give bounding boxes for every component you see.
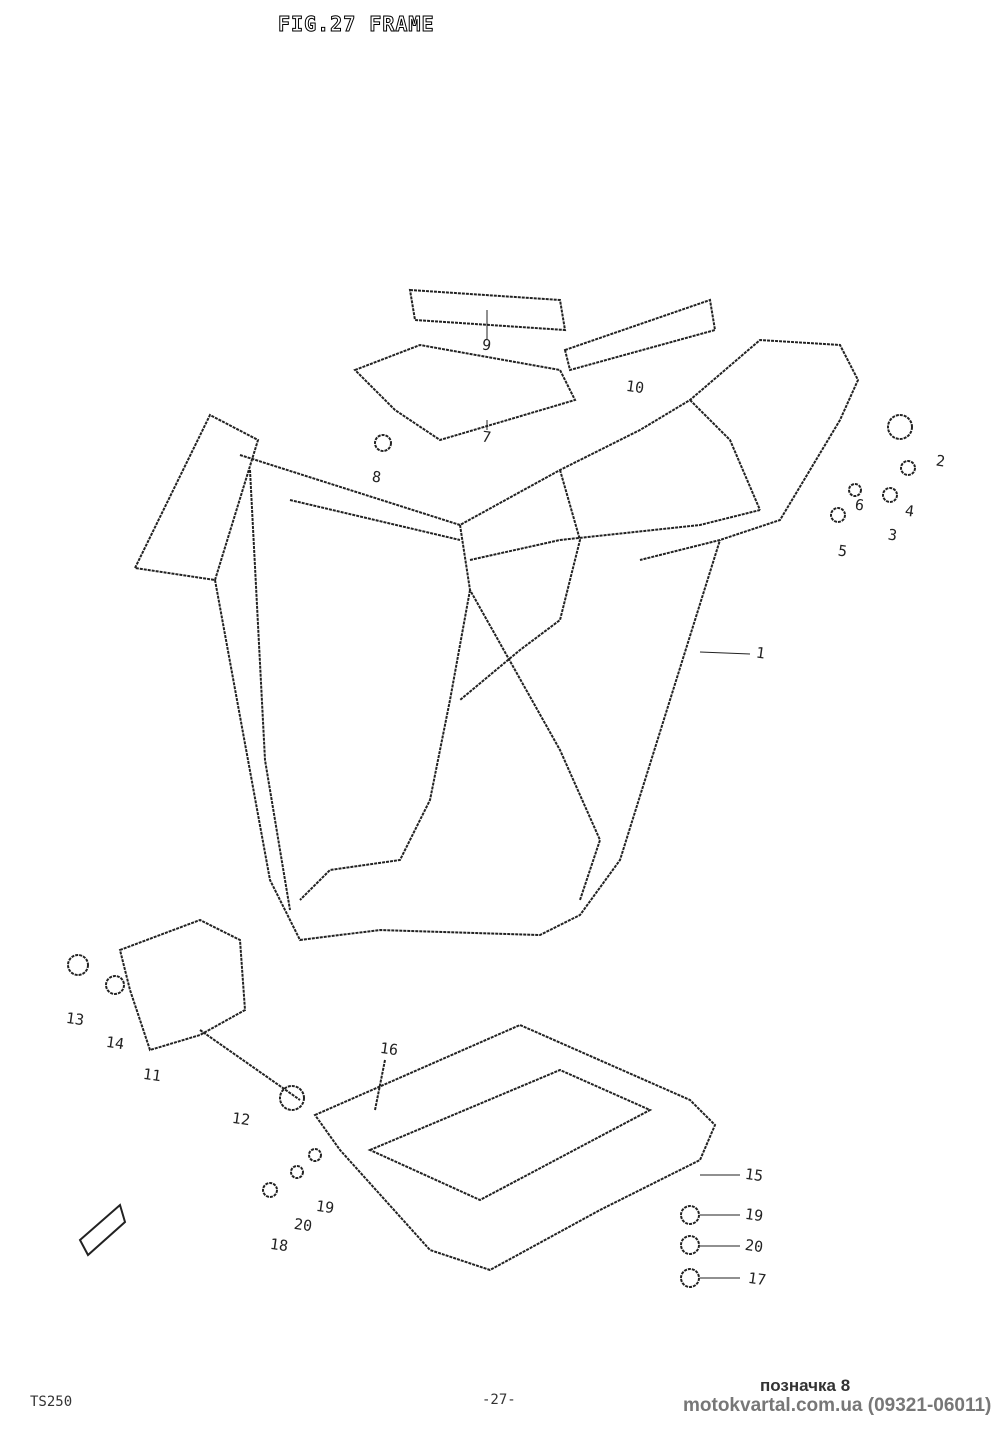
part-label: 10 xyxy=(624,376,646,398)
part-label: 17 xyxy=(746,1268,768,1290)
page-number: -27- xyxy=(482,1392,516,1408)
chain-guide-parts xyxy=(67,918,305,1111)
part-label: 20 xyxy=(743,1235,765,1257)
watermark-note: позначка 8 xyxy=(760,1376,851,1395)
skid-plate xyxy=(313,1023,717,1272)
part-label: 15 xyxy=(743,1164,765,1186)
part-label: 13 xyxy=(64,1008,86,1030)
leader-lines xyxy=(486,310,751,1279)
part-label: 19 xyxy=(743,1204,765,1226)
part-label: 20 xyxy=(292,1214,314,1236)
part-label: 12 xyxy=(230,1108,252,1130)
part-label: 14 xyxy=(104,1032,126,1054)
front-arrow-icon xyxy=(78,1203,127,1257)
seat-brackets xyxy=(353,288,717,442)
part-label: 19 xyxy=(314,1196,336,1218)
figure-title: FIG.27 FRAME xyxy=(278,12,435,37)
model-code: TS250 xyxy=(30,1394,73,1410)
part-label: 18 xyxy=(268,1234,290,1256)
watermark-site: motokvartal.com.ua (09321-06011) xyxy=(683,1395,992,1416)
frame-main xyxy=(133,338,860,942)
part-label: 11 xyxy=(141,1064,163,1086)
part-label: 16 xyxy=(378,1038,400,1060)
hardware-parts xyxy=(262,414,916,1288)
